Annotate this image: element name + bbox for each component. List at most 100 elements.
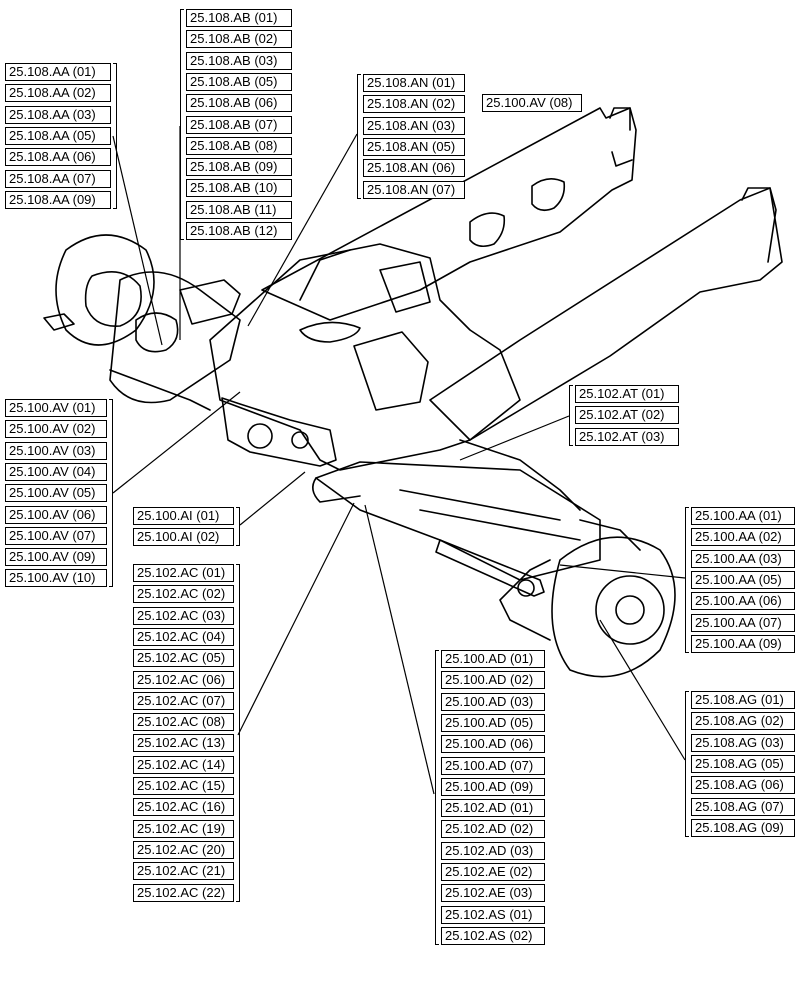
part-ref-label[interactable]: 25.102.AC (13) [133,734,234,753]
front-plate [221,397,337,467]
part-ref-label[interactable]: 25.108.AB (03) [186,51,292,70]
part-ref-label[interactable]: 25.108.AB (02) [186,30,292,49]
part-ref-label[interactable]: 25.108.AG (07) [691,797,795,816]
part-ref-label[interactable]: 25.108.AA (02) [5,84,111,103]
part-ref-label[interactable]: 25.108.AB (06) [186,94,292,113]
frame-rail-upper [261,107,637,321]
part-ref-label[interactable]: 25.102.AT (02) [575,406,679,425]
part-ref-label[interactable]: 25.102.AC (08) [133,713,234,732]
part-ref-label[interactable]: 25.108.AN (01) [363,74,465,92]
part-ref-label[interactable]: 25.100.AV (10) [5,569,107,588]
part-ref-label[interactable]: 25.100.AV (02) [5,420,107,439]
part-ref-label[interactable]: 25.100.AA (06) [691,592,795,611]
part-ref-label[interactable]: 25.100.AD (02) [441,671,545,690]
part-ref-label[interactable]: 25.100.AV (04) [5,462,107,481]
part-ref-label[interactable]: 25.102.AC (21) [133,862,234,881]
part-ref-label[interactable]: 25.100.AD (09) [441,777,545,796]
label-group-25-100-av: 25.100.AV (01) 25.100.AV (02) 25.100.AV (0… [5,399,113,588]
label-group-25-108-an: 25.108.AN (01) 25.108.AN (02) 25.108.AN (0… [357,74,465,199]
label-group-25-100-ai: 25.100.AI (01) 25.100.AI (02) [133,507,240,547]
part-ref-label[interactable]: 25.100.AD (01) [441,650,545,668]
part-ref-label[interactable]: 25.102.AC (04) [133,627,234,646]
leader-av-100 [112,391,241,494]
part-ref-label[interactable]: 25.100.AD (05) [441,713,545,732]
part-ref-label[interactable]: 25.100.AD (03) [441,692,545,711]
part-ref-label[interactable]: 25.108.AN (07) [363,180,465,199]
part-ref-label[interactable]: 25.102.AE (02) [441,863,545,881]
part-ref-label[interactable]: 25.102.AE (03) [441,884,545,903]
part-ref-label[interactable]: 25.100.AA (09) [691,634,795,653]
part-ref-label[interactable]: 25.100.AD (07) [441,756,545,775]
leader-an-108 [247,133,358,327]
part-ref-label[interactable]: 25.108.AN (05) [363,137,465,156]
label-group-25-102-at: 25.102.AT (01) 25.102.AT (02) 25.102.AT (0… [569,385,679,446]
part-ref-label[interactable]: 25.102.AC (05) [133,649,234,668]
part-ref-label[interactable]: 25.102.AC (15) [133,777,234,795]
part-ref-label[interactable]: 25.102.AC (06) [133,670,234,689]
part-ref-label[interactable]: 25.102.AC (01) [133,564,234,582]
part-ref-label[interactable]: 25.108.AG (09) [691,818,795,837]
part-ref-label[interactable]: 25.108.AA (06) [5,148,111,167]
part-ref-label[interactable]: 25.108.AG (03) [691,733,795,752]
part-ref-label[interactable]: 25.108.AA (01) [5,63,111,81]
part-ref-label[interactable]: 25.108.AB (07) [186,115,292,134]
part-ref-label[interactable]: 25.100.AI (02) [133,528,234,547]
part-ref-label[interactable]: 25.108.AB (12) [186,222,292,240]
part-ref-label[interactable]: 25.108.AN (03) [363,116,465,135]
leader-aa-100 [559,564,686,579]
leader-ac-102 [237,502,355,736]
part-ref-label[interactable]: 25.108.AA (05) [5,126,111,145]
part-ref-label[interactable]: 25.108.AA (07) [5,169,111,188]
part-ref-label[interactable]: 25.100.AD (06) [441,735,545,754]
part-ref-label[interactable]: 25.102.AD (02) [441,820,545,839]
part-ref-label[interactable]: 25.108.AB (09) [186,158,292,177]
part-ref-label[interactable]: 25.108.AB (10) [186,179,292,198]
part-ref-label[interactable]: 25.102.AC (03) [133,606,234,625]
part-ref-label[interactable]: 25.100.AA (07) [691,613,795,632]
part-ref-label[interactable]: 25.102.AC (14) [133,755,234,774]
part-ref-label[interactable]: 25.102.AC (02) [133,585,234,604]
part-ref-label[interactable]: 25.100.AV (01) [5,399,107,417]
part-ref-label[interactable]: 25.102.AC (20) [133,840,234,859]
part-ref-label[interactable]: 25.100.AV (05) [5,484,107,503]
part-ref-label[interactable]: 25.100.AV (06) [5,505,107,524]
part-ref-label[interactable]: 25.100.AI (01) [133,507,234,525]
frame-rail-upper-holes [469,178,566,248]
part-ref-label[interactable]: 25.100.AV (07) [5,526,107,545]
part-ref-label[interactable]: 25.108.AG (02) [691,712,795,731]
part-ref-label[interactable]: 25.100.AV (09) [5,548,107,567]
part-ref-label[interactable]: 25.100.AA (01) [691,507,795,525]
axle-beam [315,461,601,581]
part-ref-label[interactable]: 25.102.AD (03) [441,841,545,860]
part-ref-label[interactable]: 25.108.AG (05) [691,754,795,773]
part-ref-label[interactable]: 25.108.AN (06) [363,159,465,178]
part-ref-label[interactable]: 25.108.AG (06) [691,776,795,795]
part-ref-label[interactable]: 25.108.AB (11) [186,200,292,219]
part-ref-label[interactable]: 25.100.AA (02) [691,528,795,547]
part-ref-label[interactable]: 25.102.AT (03) [575,427,679,446]
part-ref-label[interactable]: 25.108.AN (02) [363,95,465,114]
part-ref-label[interactable]: 25.102.AT (01) [575,385,679,403]
part-ref-label[interactable]: 25.108.AG (01) [691,691,795,709]
part-ref-label[interactable]: 25.102.AC (16) [133,798,234,817]
leader-aa-108 [112,135,163,346]
part-ref-label[interactable]: 25.108.AA (09) [5,190,111,209]
part-ref-label[interactable]: 25.108.AB (05) [186,72,292,91]
part-ref-label[interactable]: 25.102.AC (22) [133,883,234,902]
part-ref-label[interactable]: 25.102.AC (07) [133,691,234,710]
part-ref-label[interactable]: 25.100.AA (03) [691,549,795,568]
part-ref-label[interactable]: 25.102.AC (19) [133,819,234,838]
part-ref-label[interactable]: 25.100.AV (08) [482,94,582,112]
part-ref-label[interactable]: 25.100.AV (03) [5,441,107,460]
part-ref-label[interactable]: 25.108.AB (08) [186,136,292,155]
part-ref-label[interactable]: 25.102.AD (01) [441,799,545,818]
group-bracket [236,507,240,547]
part-ref-label[interactable]: 25.108.AB (01) [186,9,292,27]
tie-rod [435,539,545,597]
part-ref-label[interactable]: 25.100.AA (05) [691,570,795,589]
part-ref-label[interactable]: 25.108.AA (03) [5,105,111,124]
part-ref-label[interactable]: 25.102.AS (02) [441,926,545,945]
part-ref-label[interactable]: 25.102.AS (01) [441,905,545,924]
